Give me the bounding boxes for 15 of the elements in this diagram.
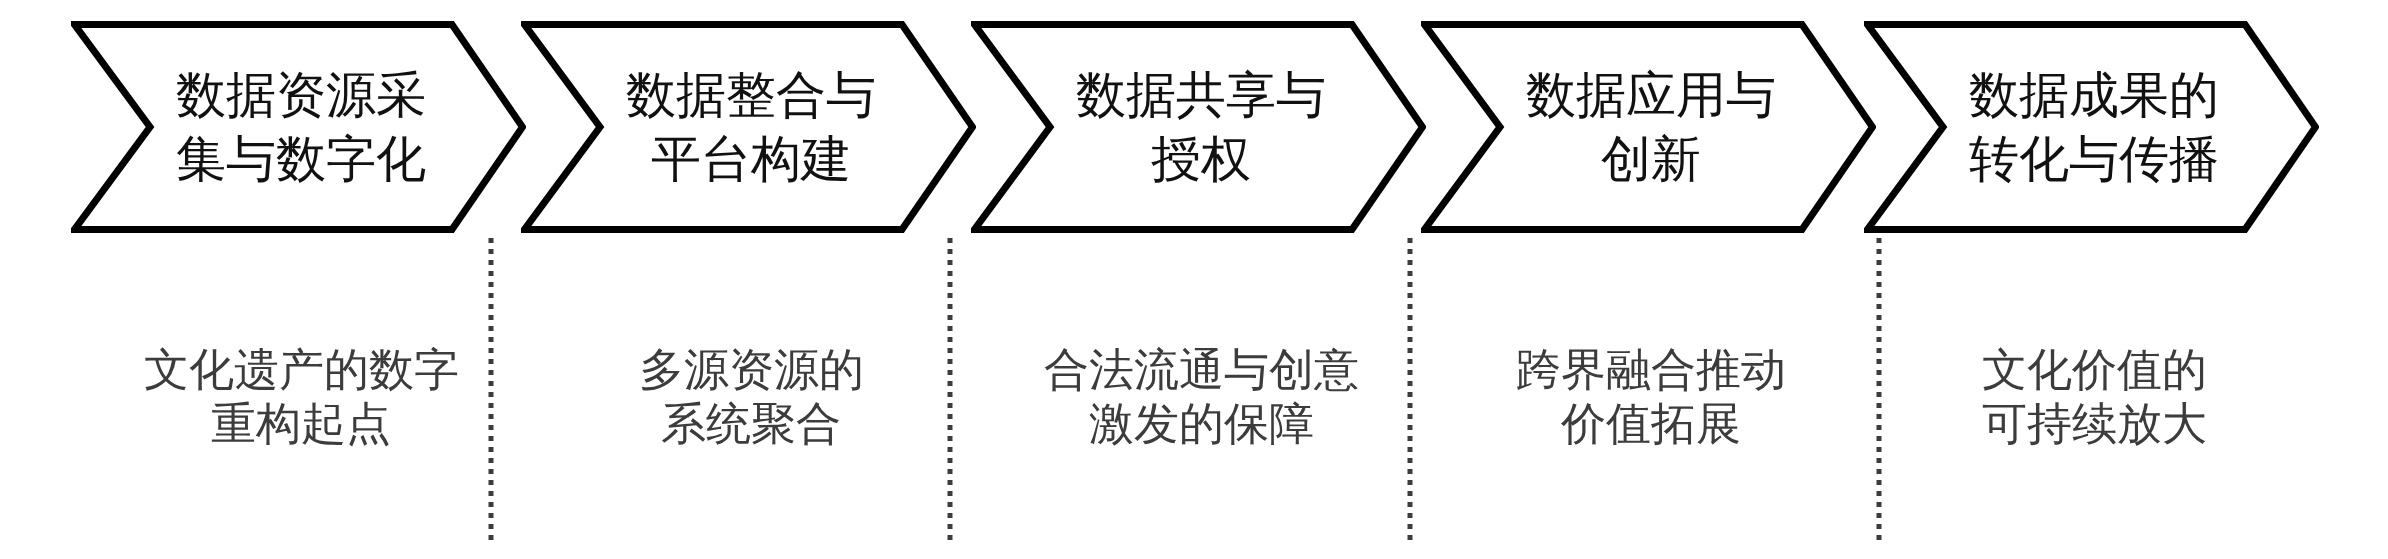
step-description: 多源资源的系统聚合 xyxy=(637,343,865,451)
chevron-step xyxy=(521,21,976,233)
chevron-step xyxy=(1864,21,2319,233)
chevron-step xyxy=(1421,21,1876,233)
step-title: 数据整合与平台构建 xyxy=(625,65,877,190)
step-title: 数据资源采集与数字化 xyxy=(175,65,427,190)
step-description: 跨界融合推动价值拓展 xyxy=(1515,343,1787,451)
step-description: 合法流通与创意激发的保障 xyxy=(1042,343,1360,451)
chevron-step xyxy=(71,21,526,233)
step-description: 文化价值的可持续放大 xyxy=(1980,343,2208,451)
step-title: 数据共享与授权 xyxy=(1075,65,1327,190)
step-description: 文化遗产的数字重构起点 xyxy=(142,343,460,451)
step-title: 数据应用与创新 xyxy=(1525,65,1777,190)
chevron-step xyxy=(971,21,1426,233)
step-title: 数据成果的转化与传播 xyxy=(1968,65,2220,190)
